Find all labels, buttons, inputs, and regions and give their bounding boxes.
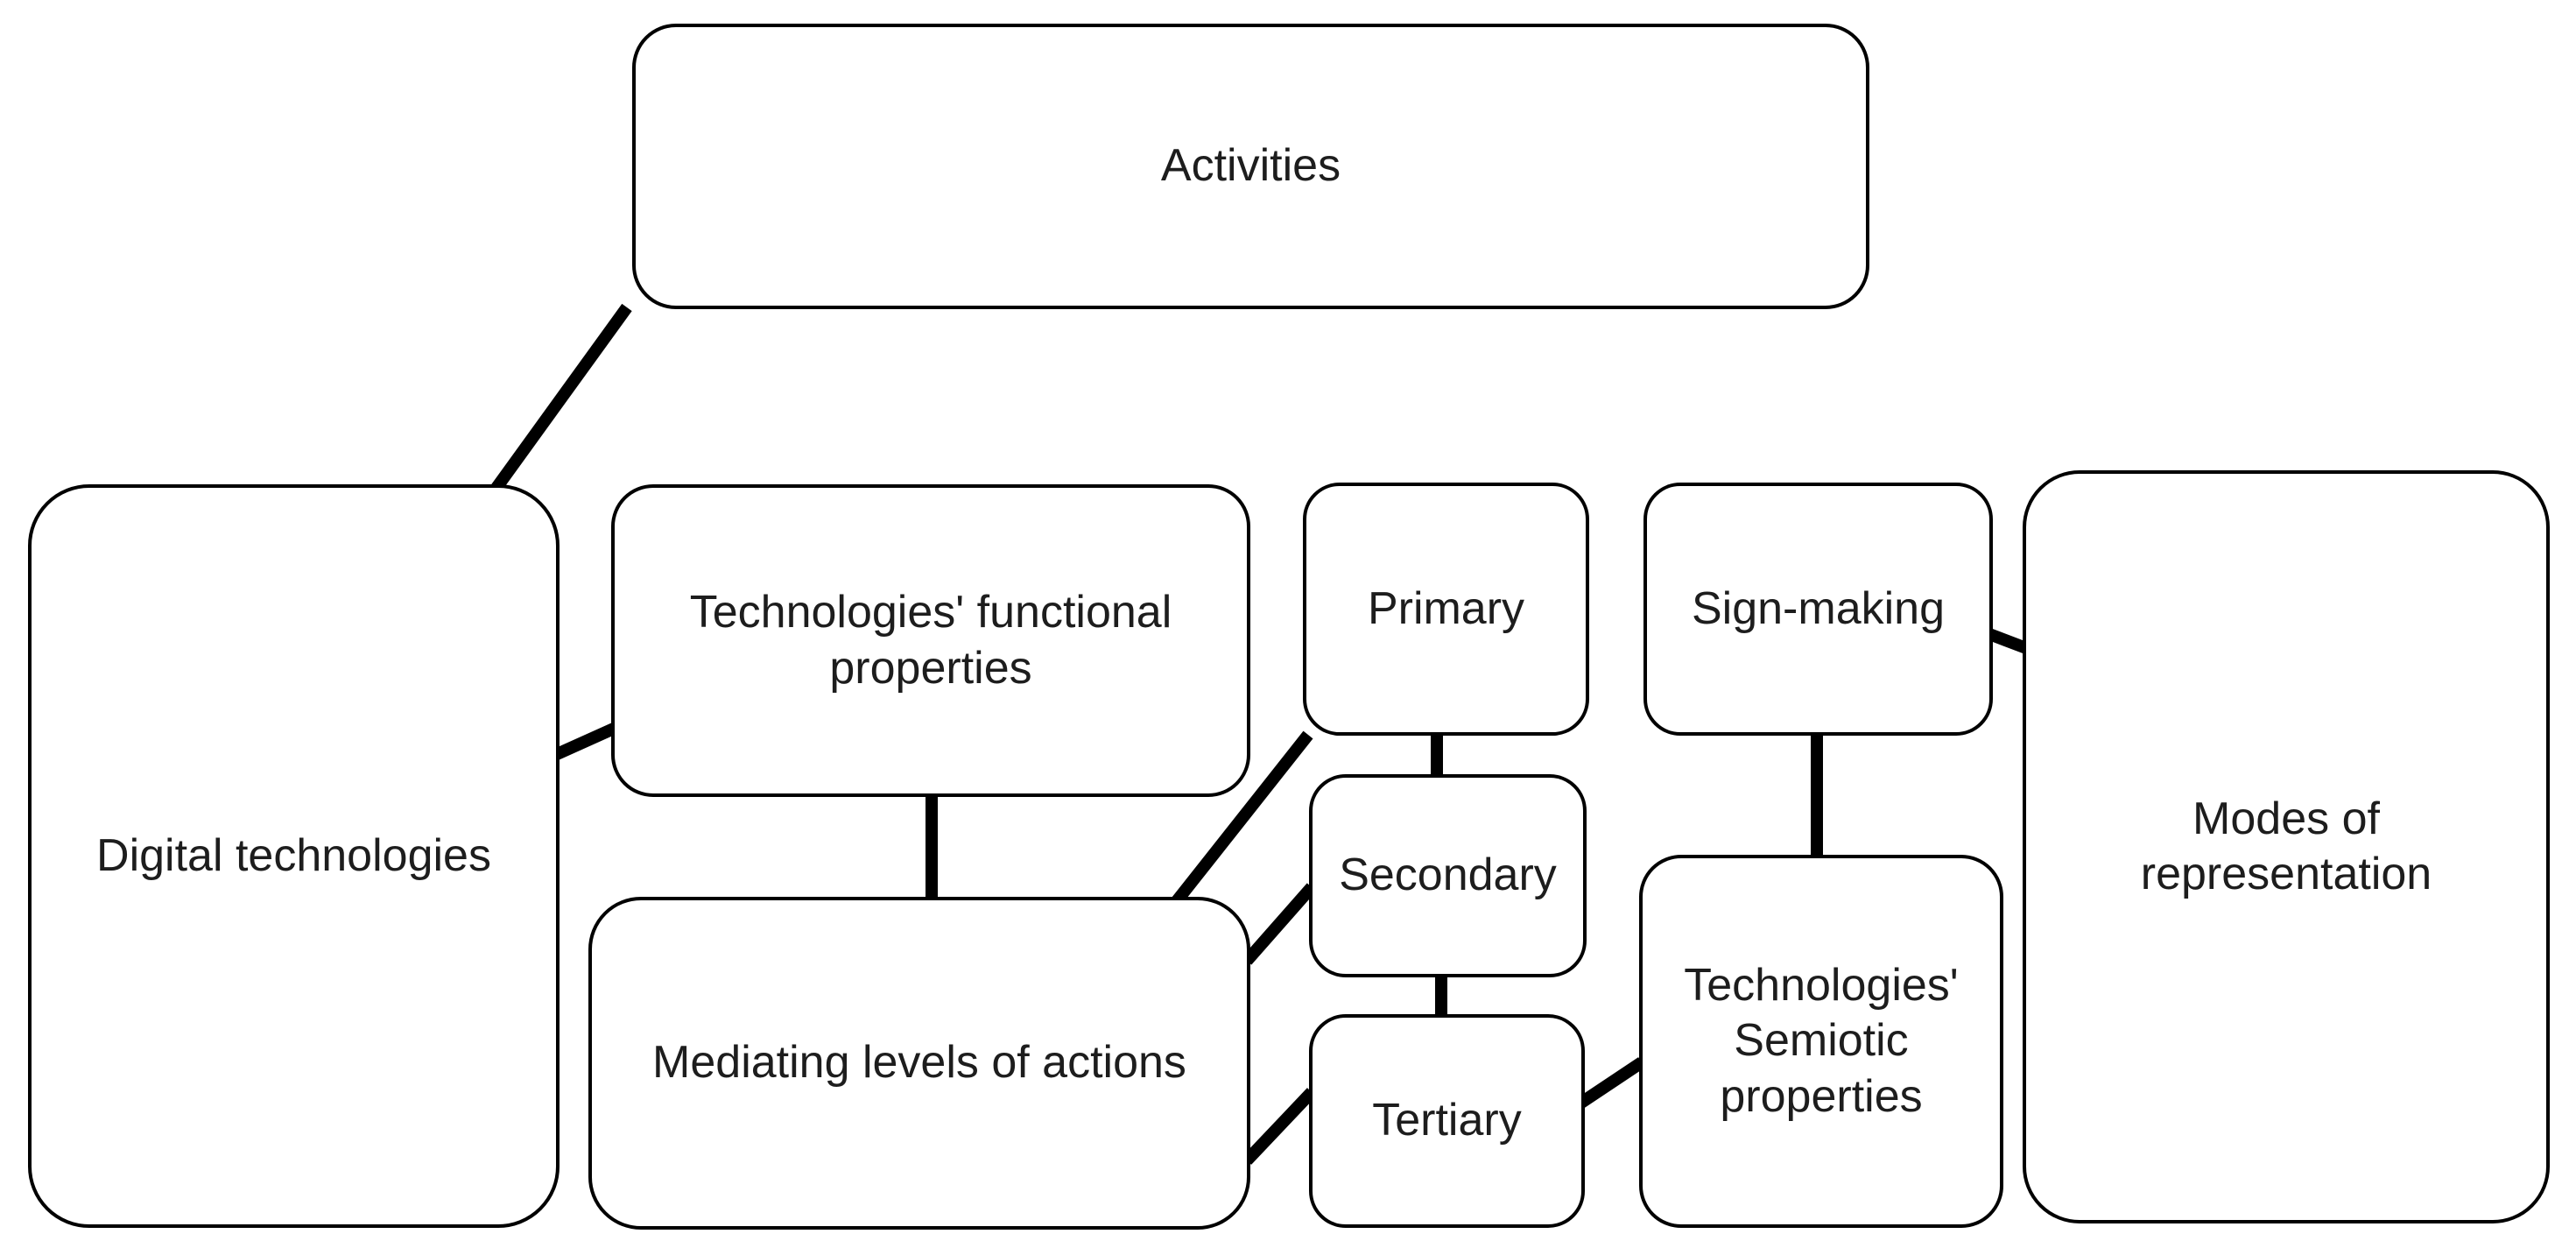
node-secondary: Secondary (1309, 774, 1587, 977)
node-mediating-levels-of-actions-label: Mediating levels of actions (652, 1037, 1186, 1089)
node-modes-of-representation: Modes of representation (2023, 470, 2550, 1223)
node-activities: Activities (632, 24, 1869, 309)
node-modes-of-representation-label: Modes of representation (2140, 793, 2432, 899)
connector-mediating-levels-secondary (1242, 883, 1317, 965)
node-technologies-semiotic-properties: Technologies' Semiotic properties (1639, 855, 2003, 1228)
connector-mediating-levels-primary (1171, 730, 1313, 906)
node-primary: Primary (1303, 483, 1589, 736)
node-digital-technologies-label: Digital technologies (96, 829, 491, 881)
node-tertiary-label: Tertiary (1372, 1095, 1522, 1146)
connector-digital-technologies-functional-properties (553, 722, 618, 761)
node-secondary-label: Secondary (1339, 850, 1557, 901)
node-mediating-levels-of-actions: Mediating levels of actions (588, 897, 1250, 1230)
connector-activities-digital-technologies (491, 303, 632, 492)
node-tertiary: Tertiary (1309, 1014, 1585, 1228)
connector-mediating-levels-tertiary (1242, 1088, 1317, 1165)
node-activities-label: Activities (1160, 140, 1341, 192)
connector-sign-making-modes-of-representation (1987, 628, 2029, 654)
node-sign-making-label: Sign-making (1691, 582, 1946, 634)
node-sign-making: Sign-making (1643, 483, 1993, 736)
node-primary-label: Primary (1367, 582, 1525, 634)
node-digital-technologies: Digital technologies (28, 484, 560, 1228)
connector-tertiary-semiotic-properties (1578, 1057, 1645, 1108)
node-technologies-semiotic-properties-label: Technologies' Semiotic properties (1684, 959, 1959, 1122)
node-technologies-functional-properties: Technologies' functional properties (611, 484, 1250, 797)
node-technologies-functional-properties-label: Technologies' functional properties (689, 587, 1172, 694)
